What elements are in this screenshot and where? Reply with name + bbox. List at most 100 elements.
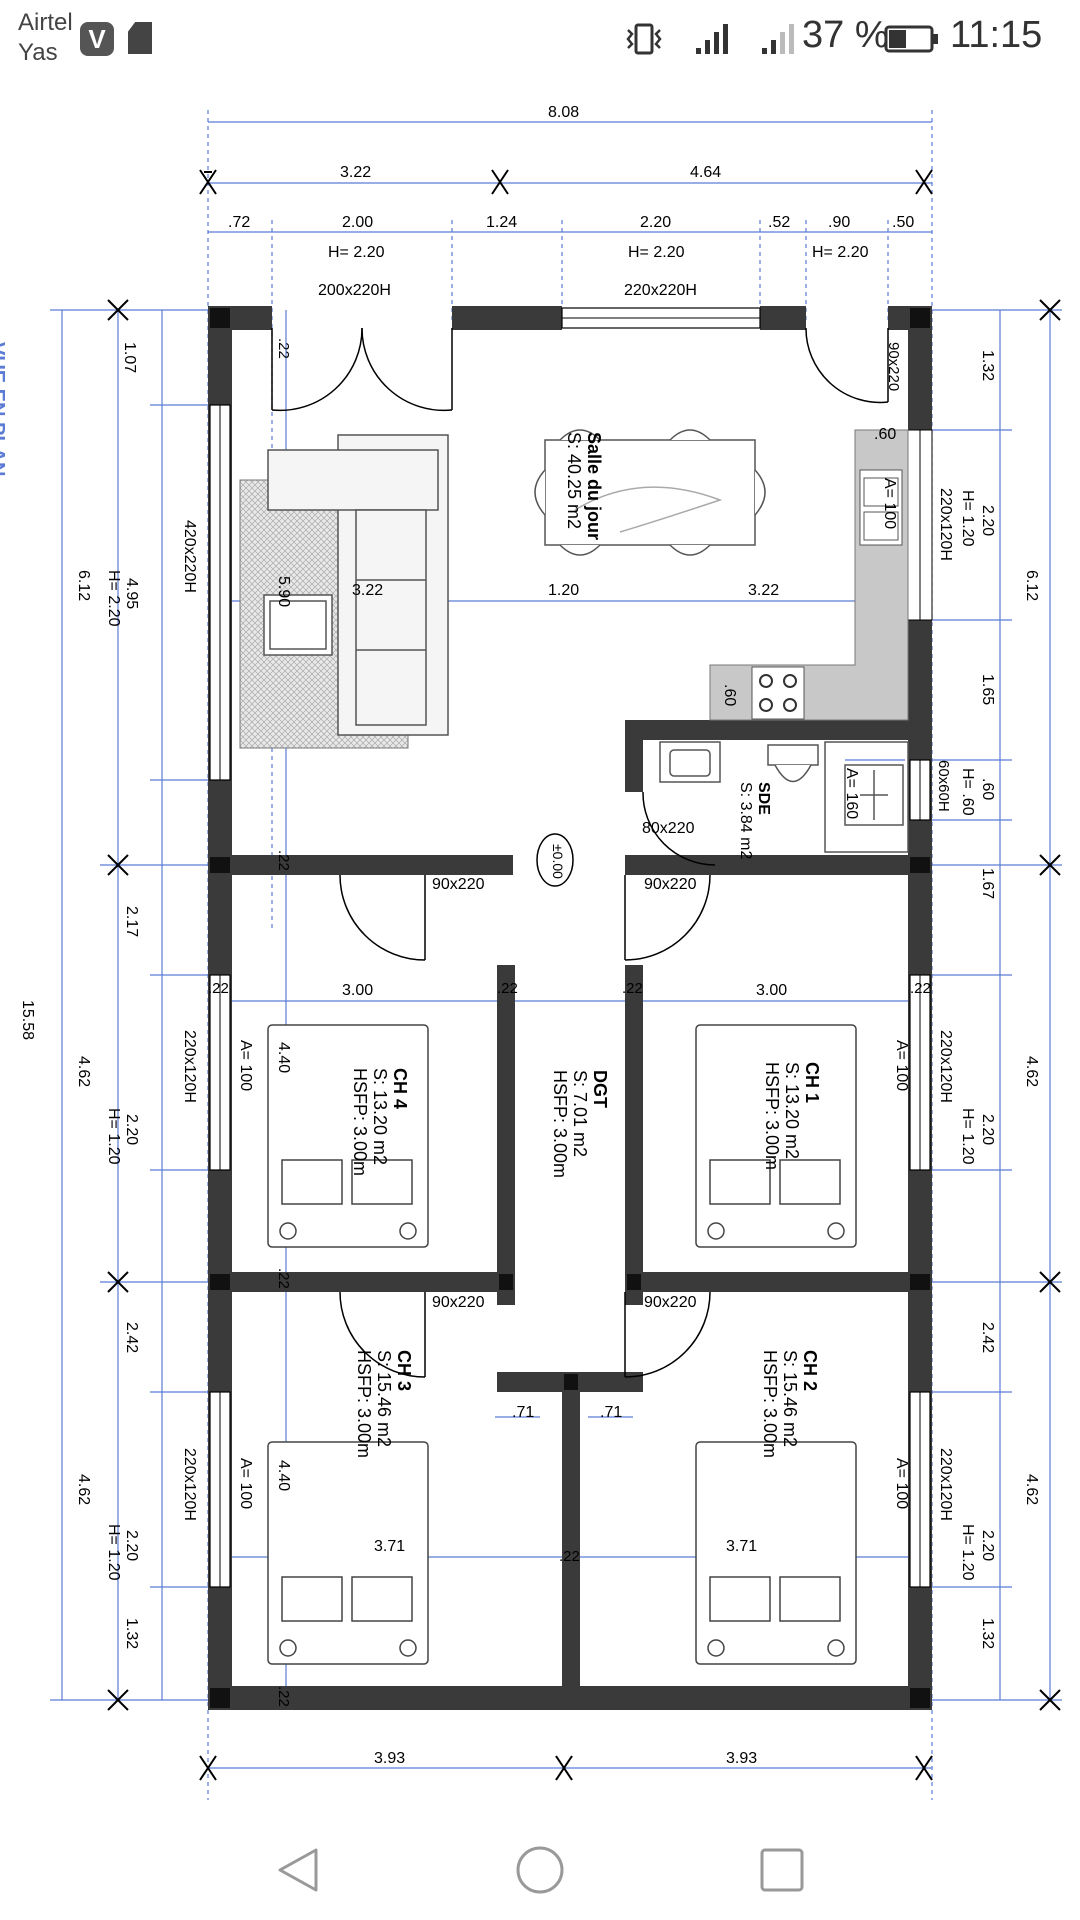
back-button[interactable] [258, 1830, 338, 1910]
sill-label-ch3: A= 100 [237, 1458, 254, 1510]
battery-icon [884, 24, 940, 54]
dim-left-a3: 2.17 [123, 906, 140, 938]
dim-3-22-b: 3.22 [748, 582, 780, 599]
door-label-sliding: 220x220H [624, 282, 697, 299]
clock: 11:15 [950, 14, 1043, 56]
wall-thickness-8: .22 [559, 1548, 580, 1565]
dim-right-b2h: H= 1.20 [959, 490, 976, 547]
window-label-ch1: 220x120H [937, 1030, 954, 1103]
room-salle-area: S: 40.25 m2 [564, 432, 584, 530]
door-label-entry: 200x220H [318, 282, 391, 299]
dim-right-b8: 2.20 [979, 1530, 996, 1562]
sill-label-ch1: A= 100 [893, 1040, 910, 1092]
room-ch2-area: S: 15.46 m2 [780, 1350, 800, 1448]
room-ch3-area: S: 15.46 m2 [374, 1350, 394, 1448]
dim-3-71-b: 3.71 [726, 1538, 758, 1555]
window-label-ch4: 220x120H [181, 1030, 198, 1103]
wall-thickness-3: .22 [208, 980, 229, 997]
wall-thickness-1: .22 [275, 338, 292, 359]
dim-seg7: .50 [892, 214, 915, 231]
dim-right-b6h: H= 1.20 [959, 1108, 976, 1165]
carrier-line1: Airtel [18, 9, 73, 36]
dim-left-a5: 2.42 [123, 1322, 140, 1354]
sim-card-icon [128, 22, 152, 54]
room-dgt-hsfp: HSFP: 3.00m [550, 1070, 570, 1179]
dim-3-00-b: 3.00 [756, 982, 788, 999]
room-ch2-name: CH 2 [800, 1350, 820, 1392]
view-title: VUE EN PLAN [0, 342, 8, 477]
room-ch1: CH 1 S: 13.20 m2 HSFP: 3.00m [762, 1062, 822, 1170]
dim-3-00-a: 3.00 [342, 982, 374, 999]
room-sde-area: S: 3.84 m2 [737, 782, 754, 860]
room-ch1-name: CH 1 [802, 1062, 822, 1104]
dim-bottom-right: 3.93 [726, 1750, 758, 1767]
sill-label-kitchen: A= 100 [881, 478, 898, 530]
dim-right-top: 6.12 [1023, 570, 1040, 602]
window-label-living: 420x220H [181, 520, 198, 593]
home-icon [516, 1846, 564, 1894]
dim-left-a6h: H= 1.20 [105, 1524, 122, 1581]
dim-left-mid: 4.62 [75, 1056, 92, 1088]
room-sde-name: SDE [755, 782, 772, 815]
dim-right-b7: 2.42 [979, 1322, 996, 1354]
dim-left-span: 3.22 [340, 164, 372, 181]
dim-right-span: 4.64 [690, 164, 722, 181]
sill-label-ch2: A= 100 [893, 1458, 910, 1510]
dimension-markers [107, 169, 1061, 1781]
dim-right-b9: 1.32 [979, 1618, 996, 1650]
dim-right-b5: 1.67 [979, 868, 996, 900]
kitchen-dim-top: .60 [874, 426, 897, 443]
dining-table [534, 429, 766, 556]
dim-left-top: 6.12 [75, 570, 92, 602]
room-ch4-name: CH 4 [390, 1068, 410, 1110]
sill-label-sde: A= 160 [843, 768, 860, 820]
dim-right-b3: 1.65 [979, 674, 996, 706]
wall-corners [210, 308, 930, 1708]
dim-right-b4: .60 [979, 778, 996, 801]
dim-0-71-a: .71 [512, 1404, 535, 1421]
room-ch1-hsfp: HSFP: 3.00m [762, 1062, 782, 1171]
dim-total-width: 8.08 [548, 104, 580, 121]
dim-right-bot: 4.62 [1023, 1474, 1040, 1506]
room-ch3: CH 3 S: 15.46 m2 HSFP: 3.00m [354, 1350, 414, 1458]
dim-5-90: 5.90 [275, 576, 292, 608]
dim-4-40-a: 4.40 [275, 1042, 292, 1074]
dim-seg6: .90 [828, 214, 851, 231]
room-ch3-name: CH 3 [394, 1350, 414, 1392]
dim-4-40-b: 4.40 [275, 1460, 292, 1492]
wall-thickness-4: .22 [497, 980, 518, 997]
room-ch4-area: S: 13.20 m2 [370, 1068, 390, 1166]
carrier-line2: Yas [18, 39, 58, 66]
room-dgt: DGT S: 7.01 m2 HSFP: 3.00m [550, 1070, 610, 1178]
viber-icon: V [80, 22, 114, 56]
beds [267, 1024, 857, 1665]
sofa [267, 434, 449, 736]
door-label-ch2: 90x220 [644, 1294, 697, 1311]
room-salle-name: Salle du jour [584, 432, 604, 541]
dim-left-a4: 2.20 [123, 1114, 140, 1146]
room-ch4-hsfp: HSFP: 3.00m [350, 1068, 370, 1177]
wall-thickness-6: .22 [910, 980, 931, 997]
recents-button[interactable] [742, 1830, 822, 1910]
signal-icon [694, 20, 734, 56]
dim-1-20: 1.20 [548, 582, 580, 599]
dim-seg5: .52 [768, 214, 791, 231]
vibrate-icon [622, 22, 666, 56]
door-label-kitchen: 90x220 [885, 342, 902, 392]
home-button[interactable] [500, 1830, 580, 1910]
room-ch1-area: S: 13.20 m2 [782, 1062, 802, 1160]
dim-bottom-left: 3.93 [374, 1750, 406, 1767]
window-label-sde: 60x60H [935, 760, 952, 812]
room-dgt-area: S: 7.01 m2 [570, 1070, 590, 1158]
status-bar: Airtel Yas V 37 % 11:15 [0, 0, 1080, 80]
wall-thickness-5: .22 [622, 980, 643, 997]
room-dgt-name: DGT [590, 1070, 610, 1108]
dim-right-b2: 2.20 [979, 505, 996, 537]
wall-thickness-2: .22 [275, 850, 292, 871]
floor-plan[interactable]: VUE EN PLAN 8.08 3.22 4.64 .72 2.00 1.24… [0, 80, 1080, 1820]
bathroom-fixtures [659, 741, 909, 853]
room-ch4: CH 4 S: 13.20 m2 HSFP: 3.00m [350, 1068, 410, 1176]
dim-right-mid: 4.62 [1023, 1056, 1040, 1088]
kitchen-dim-side: .60 [721, 684, 738, 707]
room-sde: SDE S: 3.84 m2 [736, 782, 772, 859]
